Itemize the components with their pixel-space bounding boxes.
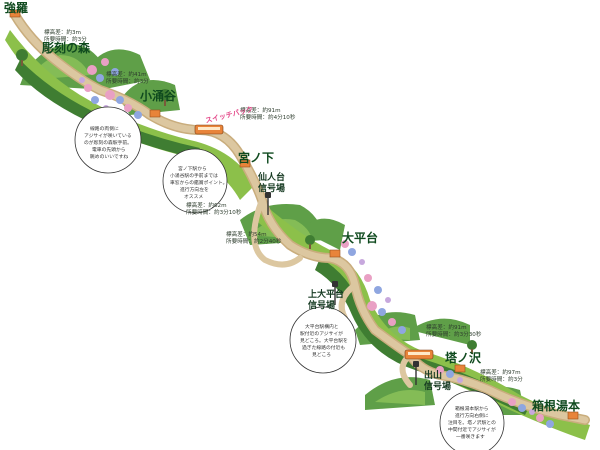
segment-5-line2: 所要時間：約2分40秒 (226, 237, 282, 245)
callout-1-line2: アジサイが咲いている (84, 132, 132, 139)
callout-4-line4: 中間付近でアジサイが (448, 426, 496, 433)
callout-3-line4: 過ぎた線路の付近も (302, 344, 345, 351)
train-miyanoshita (194, 124, 224, 135)
callout-4-line2: 進行方向右側に (455, 412, 489, 419)
callout-3-line1: 大平台駅構内と (305, 323, 339, 330)
signal-deyama-line2: 信号場 (424, 380, 451, 392)
callout-4-line5: 一番咲きます (456, 433, 485, 440)
segment-4-line2: 所要時間：約3分10秒 (186, 208, 242, 216)
segment-4-line1: 標高差：約62m (186, 201, 227, 209)
callout-4-line3: 注目を。塔ノ沢駅との (448, 419, 496, 426)
callout-2-line1: 宮ノ下駅から (178, 165, 207, 172)
callout-2-line5: オススメ (184, 194, 203, 200)
callout-1-line1: 線路の両側に (90, 125, 119, 132)
segment-2-line2: 所要時間：約3分 (106, 77, 149, 85)
segment-6-line1: 標高差：約91m (426, 323, 467, 331)
callout-3-line2: 駅付近のアジサイが (300, 330, 343, 337)
signal-kami-ohiradai-line2: 信号場 (308, 299, 335, 311)
segment-1-line2: 所要時間：約3分 (44, 35, 87, 43)
signal-posts (267, 196, 417, 385)
segment-7-line1: 標高差：約97m (480, 368, 521, 376)
segment-6-line2: 所要時間：約3分30秒 (426, 330, 482, 338)
callout-2-line3: 車窓からの鑑賞ポイント。 (170, 179, 227, 186)
callout-1-line4: 電車の先頭から (92, 146, 126, 153)
callout-3-line5: 見どころ (312, 351, 331, 358)
segment-5-line1: 標高差：約54m (226, 230, 267, 238)
station-chokoku: 彫刻の森 (41, 40, 91, 55)
callout-3-line3: 見どころ。大平台駅を (300, 337, 348, 344)
segment-2-line1: 標高差：約41m (106, 70, 147, 78)
signal-sennindai-line1: 仙人台 (258, 171, 285, 183)
signal-deyama-line1: 出山 (424, 369, 442, 381)
train-deyama (404, 349, 434, 360)
trees (16, 49, 477, 354)
segment-3-line2: 所要時間：約4分10秒 (240, 113, 296, 121)
signal-sennindai-line2: 信号場 (258, 182, 285, 194)
callout-2-line4: 進行方向左を (180, 186, 209, 193)
station-kowakidani: 小涌谷 (140, 88, 177, 103)
station-miyanoshita: 宮ノ下 (238, 150, 274, 165)
station-buildings (9, 9, 579, 420)
callout-2-line2: 小涌谷駅の手前までは (170, 172, 218, 179)
callout-1-line5: 眺めのいいですね (90, 153, 128, 160)
switchback-banner: スイッチバック (204, 104, 254, 125)
signal-lights (265, 192, 419, 367)
station-tonosawa: 塔ノ沢 (445, 350, 482, 365)
segment-7-line2: 所要時間：約3分 (480, 375, 523, 383)
callout-bubbles (74, 106, 505, 450)
segment-1-line1: 標高差：約3m (44, 28, 81, 36)
signal-kami-ohiradai-line1: 上大平台 (308, 288, 344, 300)
hydrangea-clusters (79, 58, 554, 428)
callout-4-line1: 箱根湯本駅から (455, 405, 489, 412)
station-yumoto: 箱根湯本 (532, 398, 580, 413)
callout-1-line3: のが彫刻の森駅手前。 (84, 139, 132, 146)
station-ohiradai: 大平台 (342, 230, 378, 245)
station-gora: 強羅 (4, 0, 28, 15)
segment-3-line1: 標高差：約91m (240, 106, 281, 114)
